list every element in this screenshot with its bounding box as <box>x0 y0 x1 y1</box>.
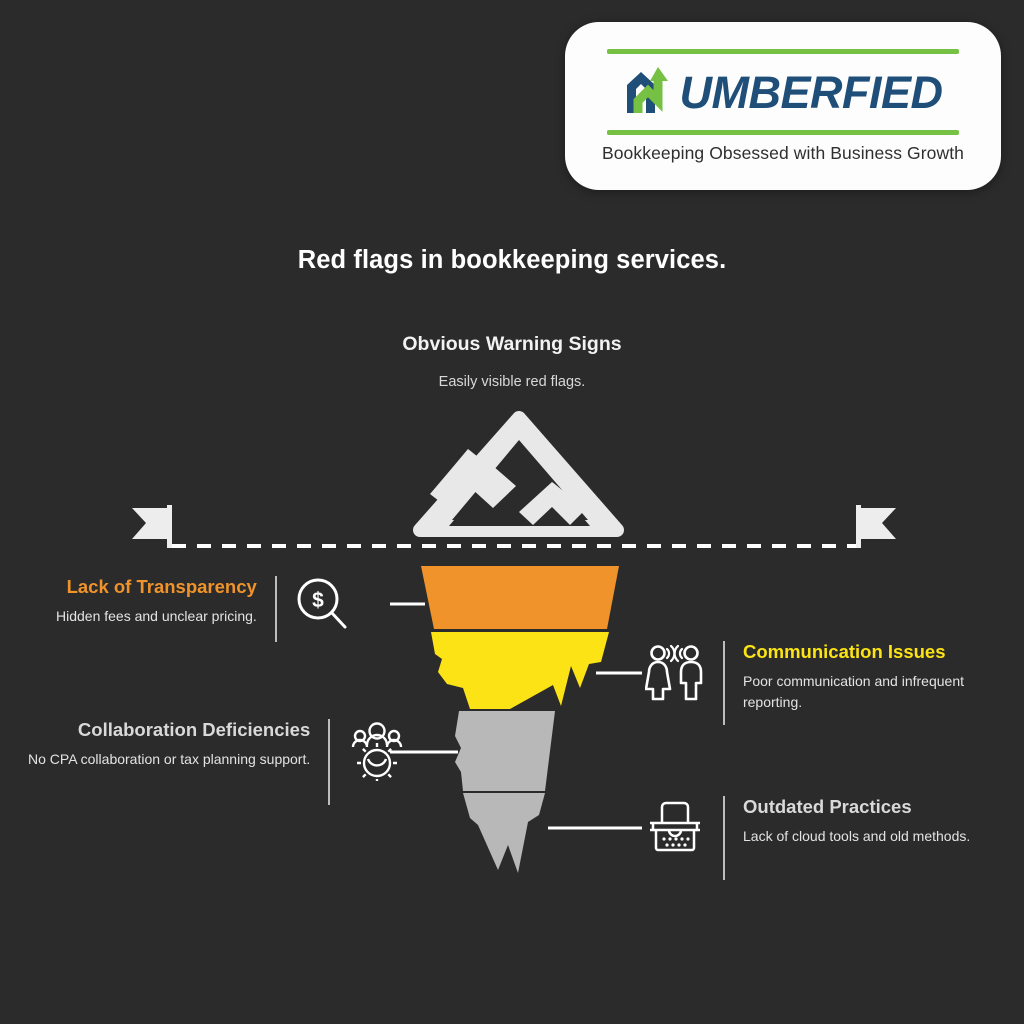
magnifier-dollar-icon: $ <box>297 578 347 629</box>
iceberg-segment-collaboration <box>455 711 555 791</box>
section-title: Obvious Warning Signs <box>402 333 622 355</box>
callout-collaboration[interactable]: Collaboration Deficiencies No CPA collab… <box>28 719 406 805</box>
logo-top-rule <box>607 48 959 54</box>
mountain-icon <box>413 411 624 537</box>
logo-wordmark-text: UMBERFIED <box>679 67 944 118</box>
callout-communication-desc: Poor communication and infrequent report… <box>742 673 965 710</box>
svg-text:$: $ <box>312 589 324 612</box>
callout-transparency-title: Lack of Transparency <box>66 576 257 597</box>
waterline <box>132 505 896 548</box>
left-flag-icon <box>132 505 172 548</box>
iceberg-segment-transparency <box>421 566 619 629</box>
callout-outdated-text: Outdated Practices Lack of cloud tools a… <box>743 796 970 847</box>
section-description: Easily visible red flags. <box>438 374 586 390</box>
callout-outdated-divider <box>723 796 725 880</box>
logo-tagline: Bookkeeping Obsessed with Business Growt… <box>601 142 965 163</box>
callout-outdated-desc: Lack of cloud tools and old methods. <box>743 828 971 845</box>
iceberg-segment-communication <box>431 632 609 709</box>
logo-wordmark: UMBERFIED <box>565 60 1001 126</box>
callout-transparency-desc: Hidden fees and unclear pricing. <box>56 608 257 625</box>
page-title: Red flags in bookkeeping services. <box>297 246 727 274</box>
callout-collaboration-title: Collaboration Deficiencies <box>77 719 311 740</box>
callout-collaboration-divider <box>328 719 331 805</box>
callout-communication-divider <box>723 641 725 725</box>
right-flag-icon <box>856 505 896 548</box>
brand-logo-card: UMBERFIED Bookkeeping Obsessed with Busi… <box>565 22 1001 190</box>
callout-collaboration-desc: No CPA collaboration or tax planning sup… <box>28 751 311 768</box>
callout-transparency-divider <box>274 576 277 642</box>
iceberg-segment-outdated <box>463 793 545 873</box>
typewriter-icon <box>650 801 700 852</box>
callout-communication-text: Communication Issues Poor communication … <box>743 641 1024 712</box>
callout-transparency-text: Lack of Transparency Hidden fees and unc… <box>56 576 257 627</box>
callout-outdated[interactable]: Outdated Practices Lack of cloud tools a… <box>645 796 970 880</box>
callout-collaboration-text: Collaboration Deficiencies No CPA collab… <box>28 719 310 770</box>
callout-communication[interactable]: Communication Issues Poor communication … <box>645 641 1024 725</box>
callout-communication-title: Communication Issues <box>742 641 946 662</box>
callout-transparency[interactable]: Lack of Transparency Hidden fees and unc… <box>56 576 351 642</box>
numberfied-n-arrow-icon <box>626 66 668 113</box>
two-people-talking-icon <box>645 644 703 701</box>
callout-outdated-title: Outdated Practices <box>743 796 912 817</box>
logo-bottom-rule <box>607 129 959 135</box>
team-gear-icon <box>352 722 403 781</box>
